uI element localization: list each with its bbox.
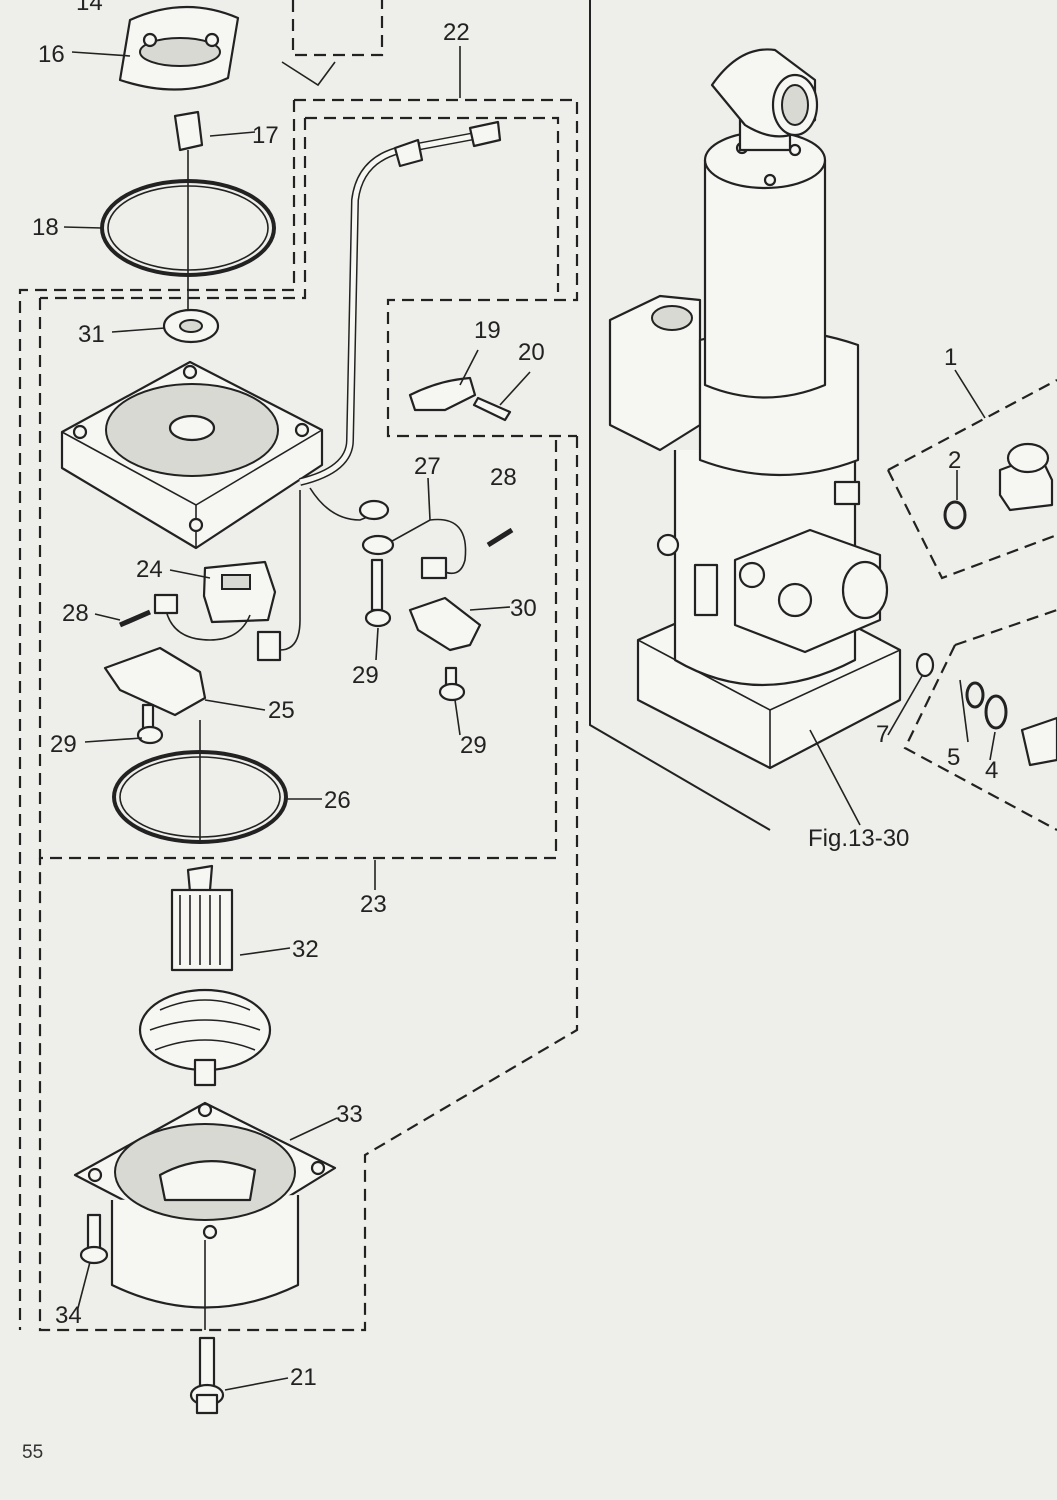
callout-4: 4 <box>985 757 998 784</box>
callout-2: 2 <box>948 447 961 474</box>
callout-31: 31 <box>78 321 105 348</box>
part-21-bolt <box>189 1336 225 1415</box>
page-number: 55 <box>22 1442 44 1463</box>
callout-5: 5 <box>947 744 960 771</box>
part-19-clamp <box>408 376 477 412</box>
callout-16: 16 <box>38 41 65 68</box>
figure-reference: Fig.13-30 <box>808 825 909 852</box>
wire-harness <box>279 120 502 651</box>
callout-30: 30 <box>510 595 537 622</box>
callout-labels: 14 16 17 18 22 31 19 20 27 28 24 28 30 2… <box>32 0 998 1391</box>
part-20-screw <box>472 396 512 422</box>
part-33-motor-housing <box>73 1101 337 1330</box>
callout-24: 24 <box>136 556 163 583</box>
assembly-boundaries <box>18 0 1057 1332</box>
part-30-plate <box>408 596 482 652</box>
part-32-armature <box>138 864 272 1087</box>
callout-28-left: 28 <box>62 600 89 627</box>
motor-end-housing <box>60 360 324 550</box>
callout-28-right: 28 <box>490 464 517 491</box>
part-16-cover <box>118 5 240 91</box>
part-17-coupling <box>173 110 204 152</box>
callout-34: 34 <box>55 1302 82 1329</box>
callout-14: 14 <box>76 0 103 16</box>
callout-22: 22 <box>443 19 470 46</box>
part-31-bearing <box>162 308 220 344</box>
part-28-spring-left <box>119 609 151 628</box>
callout-32: 32 <box>292 936 319 963</box>
callout-27: 27 <box>414 453 441 480</box>
callout-29-left: 29 <box>50 731 77 758</box>
callout-7: 7 <box>876 721 889 748</box>
callout-29-right: 29 <box>460 732 487 759</box>
part-4-oring <box>984 694 1008 730</box>
leader-lines <box>63 46 996 1391</box>
part-29-screw-right <box>438 666 466 702</box>
callout-33: 33 <box>336 1101 363 1128</box>
callout-1: 1 <box>944 344 957 371</box>
callout-19: 19 <box>474 317 501 344</box>
callout-21: 21 <box>290 1364 317 1391</box>
part-7-washer <box>915 652 935 678</box>
part-28-spring-right <box>486 527 514 548</box>
part-5-oring <box>965 681 985 709</box>
callout-23: 23 <box>360 891 387 918</box>
part-24-brush-holder <box>202 560 277 624</box>
callout-29-mid: 29 <box>352 662 379 689</box>
part-27-lead <box>384 518 467 575</box>
part-29-screw-left <box>136 703 164 745</box>
callout-18: 18 <box>32 214 59 241</box>
part-1-2-fitting <box>943 442 1054 530</box>
part-25-brush-plate <box>103 646 207 717</box>
callout-25: 25 <box>268 697 295 724</box>
trim-tilt-unit <box>608 48 1057 770</box>
part-34-screw <box>79 1213 109 1265</box>
part-29-screw-mid <box>364 558 392 628</box>
left-parts <box>60 5 514 1415</box>
callout-26: 26 <box>324 787 351 814</box>
callout-17: 17 <box>252 122 279 149</box>
callout-20: 20 <box>518 339 545 366</box>
